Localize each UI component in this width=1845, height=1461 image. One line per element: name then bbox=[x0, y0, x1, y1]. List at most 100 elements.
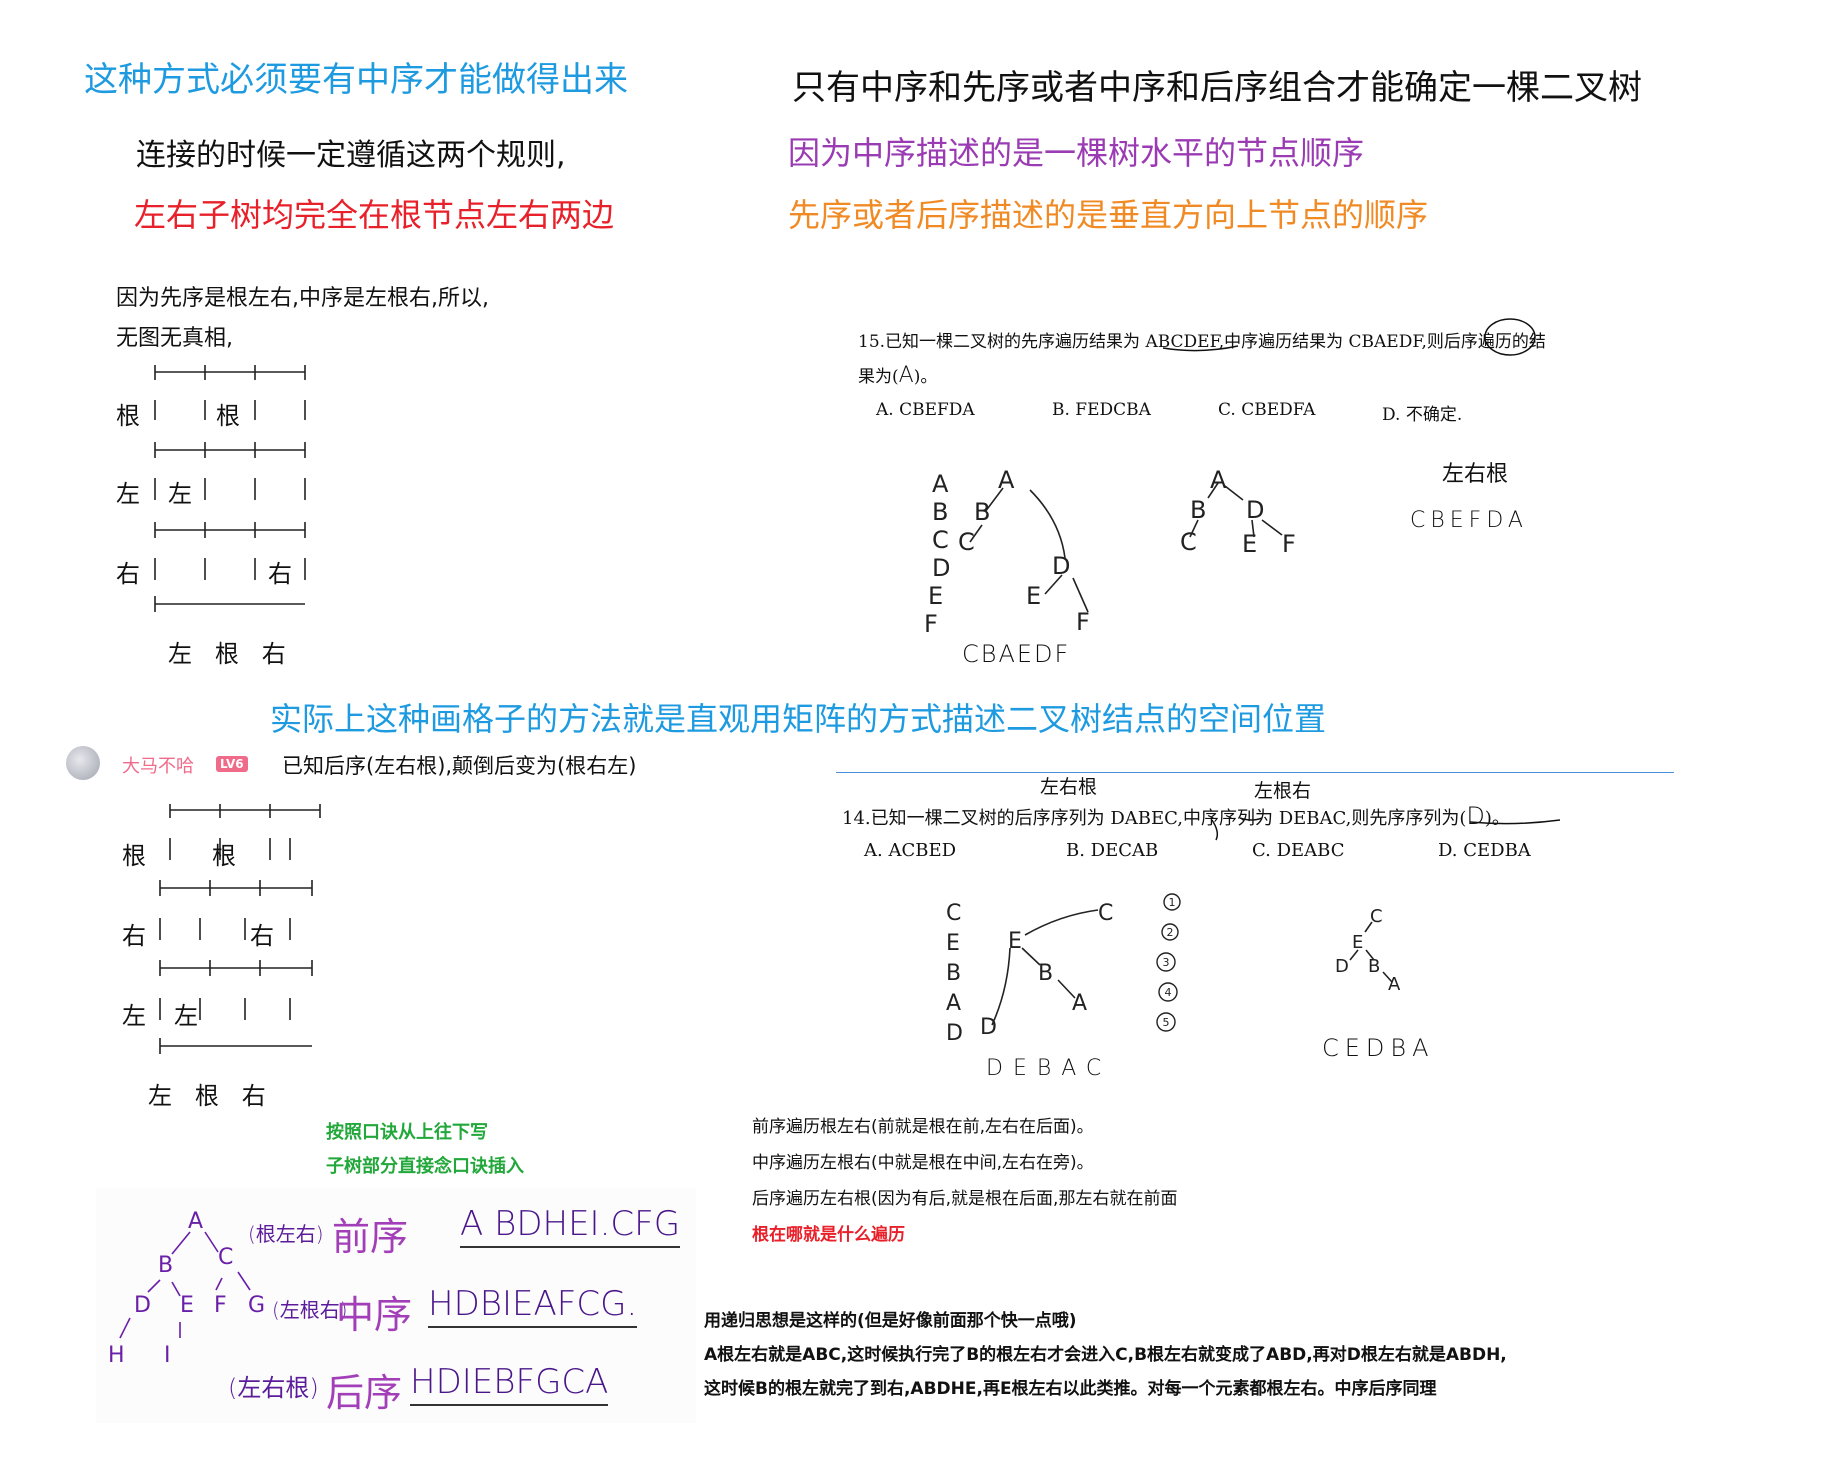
hw-node-c: C bbox=[218, 1245, 233, 1270]
t1-node-d: D bbox=[1052, 552, 1070, 580]
q15-stem-prefix: 果为( bbox=[858, 367, 899, 387]
grid2-cell-left: 左 bbox=[174, 1002, 198, 1030]
hw-in-label: (左根右) bbox=[272, 1298, 348, 1322]
hw-post-word: 后序 bbox=[326, 1371, 403, 1415]
hw-node-i: I bbox=[164, 1343, 171, 1368]
hw-in-word: 中序 bbox=[336, 1293, 413, 1337]
recursion-line1: A根左右就是ABC,这时候执行完了B的根左右才会进入C,B根左右就变成了ABD,… bbox=[704, 1345, 1507, 1365]
t1-node-f: F bbox=[1076, 608, 1090, 636]
t1-chain-c: C bbox=[932, 526, 949, 554]
circled-5 bbox=[1156, 1012, 1176, 1032]
traversal-note-red: 根在哪就是什么遍历 bbox=[752, 1225, 905, 1245]
q15-option-a: A. CBEFDA bbox=[876, 400, 975, 420]
hw-node-g: G bbox=[248, 1293, 265, 1318]
top-right-heading: 只有中序和先序或者中序和后序组合才能确定一棵二叉树 bbox=[792, 68, 1642, 108]
t3-chain-a: A bbox=[946, 991, 961, 1016]
q14-option-a: A. ACBED bbox=[864, 840, 957, 861]
grid1-cell-right: 右 bbox=[268, 560, 292, 588]
t1-chain-f: F bbox=[924, 610, 938, 638]
hw-post-label: (左右根) bbox=[228, 1374, 319, 1402]
green-note-2: 子树部分直接念口诀插入 bbox=[326, 1156, 524, 1177]
traversal-note-post: 后序遍历左右根(因为有后,就是根在后面,那左右就在前面 bbox=[752, 1189, 1178, 1209]
comment-user[interactable]: 大马不哈 bbox=[122, 756, 194, 777]
t3-chain-b: B bbox=[946, 961, 961, 986]
hw-node-h: H bbox=[108, 1343, 125, 1368]
t1-node-c: C bbox=[958, 528, 975, 556]
t3-node-b: B bbox=[1038, 961, 1053, 986]
grid2-row-label-2: 右 bbox=[122, 922, 146, 950]
q15-tree1-seq: CBAEDF bbox=[962, 640, 1071, 668]
hw-pre-seq: A BDHEI.CFG bbox=[460, 1204, 681, 1248]
recursion-title: 用递归思想是这样的(但是好像前面那个快一点哦) bbox=[704, 1311, 1077, 1331]
t2-node-a: A bbox=[1210, 466, 1227, 494]
grid2-row-label-1: 根 bbox=[122, 842, 146, 870]
t1-chain-e: E bbox=[928, 582, 943, 610]
q14-result-seq: CEDBA bbox=[1322, 1034, 1435, 1062]
t4-node-e: E bbox=[1352, 932, 1363, 953]
grid1-row-label-1: 根 bbox=[116, 402, 140, 430]
t2-node-e: E bbox=[1242, 530, 1257, 558]
circled-1-label: 1 bbox=[1169, 896, 1176, 909]
grid2-row-label-3: 左 bbox=[122, 1002, 146, 1030]
t3-node-d: D bbox=[980, 1015, 997, 1040]
t1-node-b: B bbox=[974, 498, 990, 526]
t3-node-e: E bbox=[1008, 929, 1022, 954]
t4-node-b: B bbox=[1368, 956, 1380, 977]
hw-node-b: B bbox=[158, 1253, 173, 1278]
hw-node-d: D bbox=[134, 1293, 151, 1318]
circled-4 bbox=[1158, 982, 1178, 1002]
red-rule-text: 左右子树均完全在根节点左右两边 bbox=[134, 196, 615, 234]
grid1-row-label-3: 右 bbox=[116, 560, 140, 588]
recursion-line2: 这时候B的根左就完了到右,ABDHE,再E根左右以此类推。对每一个元素都根左右。… bbox=[704, 1379, 1437, 1399]
t3-chain-c: C bbox=[946, 901, 961, 926]
block1-line1: 因为先序是根左右,中序是左根右,所以, bbox=[116, 286, 489, 311]
q14-option-d: D. CEDBA bbox=[1438, 840, 1531, 861]
grid1-cell-root: 根 bbox=[216, 402, 240, 430]
hw-pre-label: (根左右) bbox=[248, 1222, 324, 1246]
traversal-note-pre: 前序遍历根左右(前就是根在前,左右在后面)。 bbox=[752, 1117, 1094, 1137]
q15-note-lrroot: 左右根 bbox=[1442, 462, 1509, 487]
q15-stem-line2: 果为(A)。 bbox=[858, 362, 937, 388]
level-badge: LV6 bbox=[216, 756, 248, 772]
green-note-1: 按照口诀从上往下写 bbox=[326, 1122, 488, 1143]
q15-option-b: B. FEDCBA bbox=[1052, 400, 1151, 420]
q15-option-d: D. 不确定. bbox=[1382, 405, 1463, 425]
grid2-cell-root: 根 bbox=[212, 842, 236, 870]
grid-2-lines bbox=[159, 804, 321, 1054]
t3-chain-d: D bbox=[946, 1021, 963, 1046]
t2-node-d: D bbox=[1246, 496, 1264, 524]
t1-chain-b: B bbox=[932, 498, 948, 526]
hw-node-e: E bbox=[180, 1293, 194, 1318]
q14-stem-text: 14.已知一棵二叉树的后序序列为 DABEC,中序序列为 DEBAC,则先序序列… bbox=[842, 808, 1467, 829]
q15-stem-line1: 15.已知一棵二叉树的先序遍历结果为 ABCDEF,中序遍历结果为 CBAEDF… bbox=[858, 332, 1546, 352]
hw-node-a: A bbox=[188, 1209, 203, 1234]
circled-2 bbox=[1161, 923, 1179, 941]
circled-3 bbox=[1156, 952, 1176, 972]
t2-node-c: C bbox=[1180, 528, 1197, 556]
q14-tree-seq: DEBAC bbox=[986, 1056, 1112, 1081]
t3-node-c: C bbox=[1098, 901, 1113, 926]
t1-node-e: E bbox=[1026, 582, 1041, 610]
grid-1-lines bbox=[154, 365, 306, 612]
circled-3-label: 3 bbox=[1163, 956, 1170, 969]
t4-node-c: C bbox=[1370, 906, 1383, 927]
grid2-cell-right: 右 bbox=[250, 922, 274, 950]
grid1-row-label-2: 左 bbox=[116, 480, 140, 508]
t1-chain-d: D bbox=[932, 554, 950, 582]
q15-stem-end: )。 bbox=[913, 367, 938, 387]
circled-2-label: 2 bbox=[1167, 926, 1174, 939]
connect-rule-text: 连接的时候一定遵循这两个规则, bbox=[136, 138, 566, 173]
hw-pre-word: 前序 bbox=[332, 1215, 409, 1259]
orange-rule-text: 先序或者后序描述的是垂直方向上节点的顺序 bbox=[788, 196, 1429, 234]
hw-in-seq: HDBIEAFCG. bbox=[428, 1284, 638, 1328]
circled-1 bbox=[1163, 893, 1181, 911]
traversal-note-in: 中序遍历左根右(中就是根在中间,左右在旁)。 bbox=[752, 1153, 1094, 1173]
q15-option-c: C. CBEDFA bbox=[1218, 400, 1316, 420]
q14-option-b: B. DECAB bbox=[1066, 840, 1159, 861]
t3-node-a: A bbox=[1072, 991, 1087, 1016]
avatar[interactable] bbox=[66, 746, 100, 780]
circled-4-label: 4 bbox=[1165, 986, 1172, 999]
